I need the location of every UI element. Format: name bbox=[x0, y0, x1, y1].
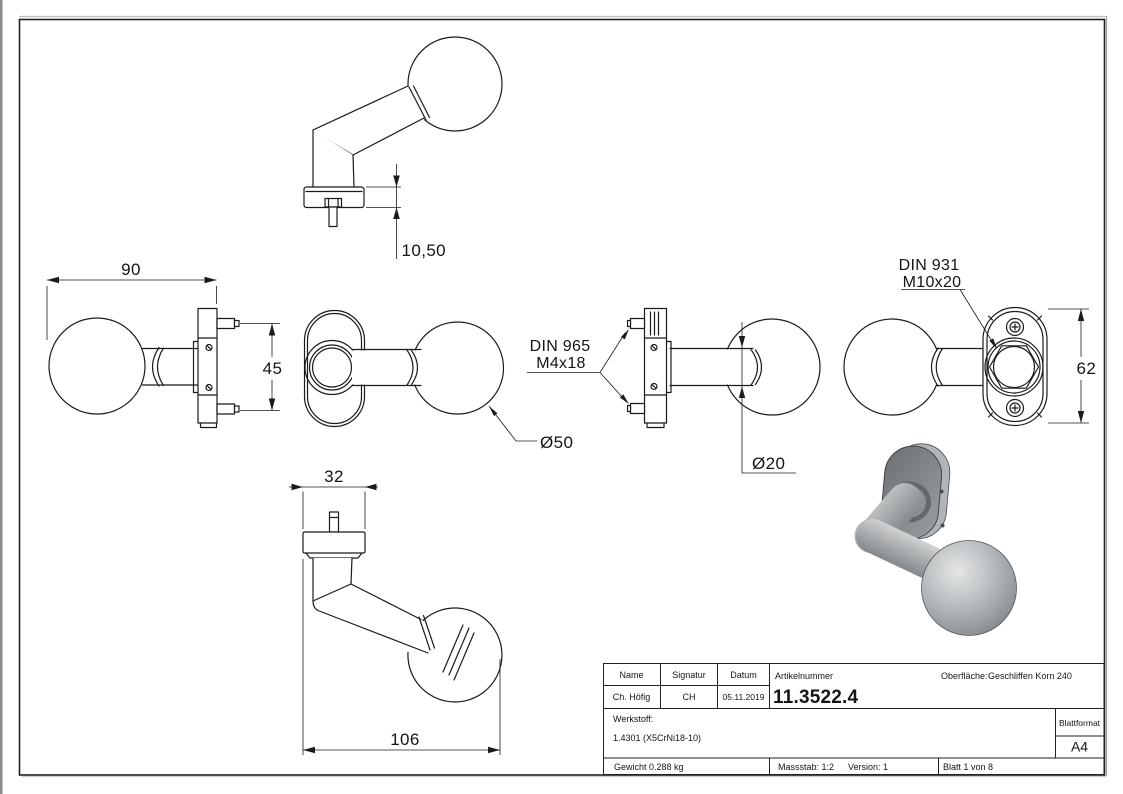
dim-10-50-label: 10,50 bbox=[402, 241, 447, 260]
name-label: Name bbox=[619, 670, 643, 680]
ball-reflection-lines bbox=[442, 624, 464, 673]
din931-line1: DIN 931 bbox=[899, 257, 960, 274]
plate-screw-dot bbox=[205, 343, 213, 352]
rose-plate-side bbox=[643, 307, 668, 424]
date-value: 05.11.2019 bbox=[723, 692, 765, 702]
din965-note: DIN 965 M4x18 bbox=[527, 329, 629, 404]
hex-bolt bbox=[988, 345, 1040, 389]
dimension-10-50: 10,50 bbox=[366, 164, 446, 260]
dim-62-label: 62 bbox=[1077, 359, 1097, 378]
sheet-format-label: Blattformat bbox=[1059, 718, 1101, 728]
dim-106-label: 106 bbox=[390, 730, 420, 749]
rose-3d-screw bbox=[940, 523, 945, 528]
left-side-view: 90 45 bbox=[46, 260, 283, 429]
signature-value: CH bbox=[683, 692, 696, 702]
rear-view: DIN 931 M10x20 62 bbox=[843, 257, 1097, 427]
plate-screw-dot bbox=[650, 382, 658, 391]
front-view: Ø50 DIN 965 M4x18 bbox=[303, 309, 629, 452]
name-value: Ch. Höfig bbox=[613, 692, 651, 702]
article-number: 11.3522.4 bbox=[773, 687, 859, 708]
screw-pin bbox=[328, 511, 340, 533]
dimension-45: 45 bbox=[240, 323, 283, 411]
dim-o20-label: Ø20 bbox=[752, 454, 785, 473]
din965-line1: DIN 965 bbox=[530, 338, 591, 355]
din931-line2: M10x20 bbox=[903, 274, 962, 291]
surface-label: Oberfläche: bbox=[941, 671, 988, 681]
dimension-62: 62 bbox=[1048, 308, 1097, 424]
dim-45-label: 45 bbox=[263, 359, 283, 378]
stud bbox=[216, 317, 236, 330]
stud bbox=[216, 403, 236, 415]
rose-screw-hole bbox=[1005, 317, 1025, 337]
top-view: 10,50 bbox=[303, 36, 503, 260]
sheet-format-value: A4 bbox=[1071, 739, 1088, 755]
rose-oval-outer bbox=[982, 306, 1048, 427]
knob-ball-outline bbox=[407, 607, 503, 703]
knob-ball-outline bbox=[48, 317, 146, 415]
version-value: Version: 1 bbox=[848, 762, 888, 772]
rose-3d-screw bbox=[939, 489, 944, 494]
mounting-plate-bottom bbox=[302, 531, 366, 554]
rendered-3d-view bbox=[854, 443, 1017, 636]
knob-ball-outline bbox=[410, 321, 505, 415]
dim-o50-label: Ø50 bbox=[540, 433, 573, 452]
surface-value: Geschliffen Korn 240 bbox=[988, 671, 1072, 681]
dimension-106: 106 bbox=[302, 559, 501, 755]
scale-value: Massstab: 1:2 bbox=[778, 762, 834, 772]
sheet-border bbox=[18, 18, 1106, 776]
rose-plate-side bbox=[197, 307, 218, 424]
material-value: 1.4301 (X5CrNi18-10) bbox=[613, 733, 701, 743]
dim-32-label: 32 bbox=[324, 467, 344, 486]
plate-screw-dot bbox=[205, 383, 213, 392]
sheet-info-value: Blatt 1 von 8 bbox=[943, 762, 993, 772]
signature-label: Signatur bbox=[672, 670, 706, 680]
rose-screw-hole bbox=[1005, 398, 1025, 418]
weight-value: Gewicht 0.288 kg bbox=[614, 762, 684, 772]
date-label: Datum bbox=[730, 670, 757, 680]
din931-note: DIN 931 M10x20 bbox=[899, 257, 997, 349]
din965-line2: M4x18 bbox=[536, 355, 586, 372]
plate-screw-dot bbox=[650, 343, 658, 352]
dimension-o20: Ø20 bbox=[738, 322, 796, 474]
screw-head-top bbox=[324, 197, 343, 208]
knob-ball-outline bbox=[407, 36, 503, 132]
article-label: Artikelnummer bbox=[775, 671, 833, 681]
knob-ball-outline bbox=[843, 318, 941, 416]
ball-3d bbox=[921, 540, 1017, 636]
dimension-32: 32 bbox=[289, 467, 378, 529]
dim-90-label: 90 bbox=[121, 260, 141, 279]
dimension-90: 90 bbox=[46, 260, 217, 340]
stud bbox=[629, 317, 646, 330]
material-label: Werkstoff: bbox=[613, 714, 653, 724]
screw-shaft-top bbox=[328, 206, 338, 228]
stud bbox=[629, 402, 646, 415]
dimension-o50: Ø50 bbox=[488, 405, 573, 452]
title-block: Name Signatur Datum Ch. Höfig CH 05.11.2… bbox=[603, 663, 1105, 775]
bottom-view: 32 106 bbox=[289, 467, 503, 755]
right-side-view: Ø20 bbox=[626, 307, 821, 474]
center-bore bbox=[984, 337, 1044, 397]
